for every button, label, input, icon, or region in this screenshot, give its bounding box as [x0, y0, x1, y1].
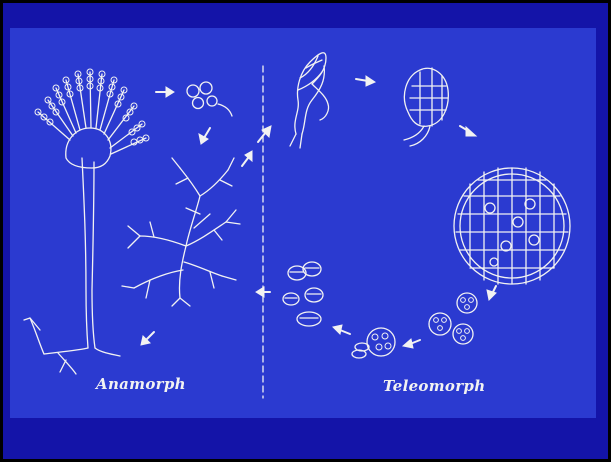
- arrow-young-to-mature: [460, 126, 476, 136]
- ascogonium-coil: [290, 53, 329, 148]
- conidiophore-drawing: [24, 69, 149, 374]
- mature-cleistothecium: [454, 168, 570, 284]
- arrow-ascus-to-spores: [333, 325, 350, 334]
- arrow-conidia-to-mycelium: [199, 128, 210, 144]
- arrow-conidiophore-to-conidia: [156, 87, 174, 97]
- anamorph-label: Anamorph: [96, 375, 186, 393]
- arrow-mature-to-asci: [487, 286, 496, 300]
- arrow-asci-to-ascus: [403, 339, 420, 348]
- arrow-ascogonium-to-young: [356, 76, 375, 86]
- arrow-base-to-label: [141, 332, 154, 345]
- arrow-to-ascogonium: [258, 126, 271, 142]
- mycelium-drawing: [122, 158, 240, 306]
- conidia-cluster: [187, 82, 232, 116]
- asci-with-ascospores: [352, 293, 477, 358]
- teleomorph-label: Teleomorph: [383, 377, 485, 395]
- young-cleistothecium: [404, 68, 448, 146]
- released-ascospores: [283, 262, 323, 326]
- arrow-mycelium-up: [242, 151, 252, 166]
- arrow-spores-to-divider: [256, 287, 270, 297]
